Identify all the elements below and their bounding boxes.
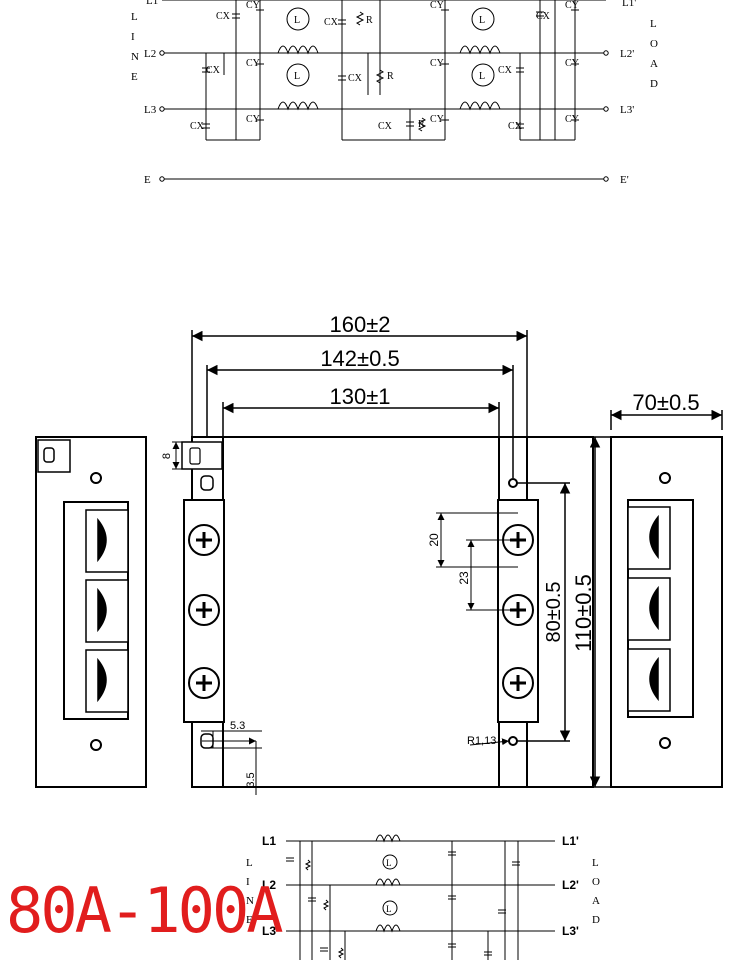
right-end-view	[610, 436, 723, 788]
slot-height-dim: 3.5	[245, 772, 257, 787]
radius-dim: R1,13	[467, 735, 496, 747]
choke-label: L	[386, 904, 392, 914]
top-schematic-labels: L I N E L O A D L1 L2 L3 E L1' L2' L3' E…	[131, 0, 658, 186]
cy-label: CY	[246, 0, 260, 11]
cx-label: CX	[378, 121, 393, 132]
bottom-schematic-labels: L1 L2 L3 L1' L2' L3' L I N E L O A D L L	[246, 834, 600, 938]
top-view	[181, 436, 594, 788]
choke-label: L	[386, 858, 392, 868]
bottom-schematic	[286, 834, 555, 960]
choke-label: L	[479, 15, 485, 26]
cx-label: CX	[536, 11, 551, 22]
input-label-l1: L1	[146, 0, 158, 7]
load-letter: O	[650, 38, 658, 50]
hole-spacing-dim: 142±0.5	[320, 346, 399, 371]
side-width-dim: 70±0.5	[632, 390, 699, 415]
line-letter: L	[246, 857, 253, 869]
cy-label: CY	[430, 58, 444, 69]
output-label-l1: L1'	[622, 0, 636, 9]
hole-height-dim: 80±0.5	[543, 581, 565, 642]
slot-width-dim: 5.3	[230, 720, 245, 732]
cy-label: CY	[565, 58, 579, 69]
load-letter: L	[592, 857, 599, 869]
output-label-l2: L2'	[620, 48, 634, 60]
cy-label: CY	[246, 58, 260, 69]
line-letter: E	[246, 914, 253, 926]
line-letter: N	[131, 51, 139, 63]
line-letter: E	[131, 71, 138, 83]
output-label-l2: L2'	[562, 878, 579, 892]
load-letter: A	[650, 58, 658, 70]
total-height-dim: 110±0.5	[571, 574, 596, 652]
input-label-l1: L1	[262, 834, 276, 848]
cy-label: CY	[430, 0, 444, 11]
load-letter: D	[650, 78, 658, 90]
line-letter: L	[131, 11, 138, 23]
choke-label: L	[294, 15, 300, 26]
output-label-l1: L1'	[562, 834, 579, 848]
cx-label: CX	[206, 65, 221, 76]
output-label-e: E'	[620, 174, 629, 186]
r-label: R	[418, 119, 425, 130]
terminal-pitch-b: 23	[457, 571, 471, 585]
load-letter: D	[592, 914, 600, 926]
dimension-labels: 160±2 142±0.5 130±1 70±0.5 110±0.5 80±0.…	[161, 312, 700, 788]
overall-length-dim: 160±2	[329, 312, 390, 337]
load-letter: A	[592, 895, 600, 907]
dimension-lines	[172, 330, 723, 795]
cy-label: CY	[565, 114, 579, 125]
terminal-pitch-a: 20	[427, 533, 441, 547]
choke-label: L	[294, 71, 300, 82]
cy-label: CY	[246, 114, 260, 125]
load-letter: L	[650, 18, 657, 30]
cx-label: CX	[324, 17, 339, 28]
line-letter: I	[246, 876, 250, 888]
current-rating-banner: 80A-100A	[6, 874, 284, 947]
r-label: R	[366, 15, 373, 26]
r-label: R	[387, 71, 394, 82]
top-schematic	[159, 0, 609, 182]
line-letter: N	[246, 895, 254, 907]
line-letter: I	[131, 31, 135, 43]
output-label-l3: L3'	[620, 104, 634, 116]
output-label-l3: L3'	[562, 924, 579, 938]
input-label-l3: L3	[144, 104, 157, 116]
input-label-e: E	[144, 174, 151, 186]
choke-label: L	[479, 71, 485, 82]
cx-label: CX	[216, 11, 231, 22]
body-length-dim: 130±1	[329, 384, 390, 409]
cy-label: CY	[430, 114, 444, 125]
flange-dim: 8	[161, 453, 173, 459]
cx-label: CX	[190, 121, 205, 132]
input-label-l2: L2	[262, 878, 276, 892]
input-label-l3: L3	[262, 924, 276, 938]
cx-label: CX	[348, 73, 363, 84]
left-end-view	[35, 436, 147, 788]
cx-label: CX	[508, 121, 523, 132]
cy-label: CY	[565, 0, 579, 11]
cx-label: CX	[498, 65, 513, 76]
load-letter: O	[592, 876, 600, 888]
input-label-l2: L2	[144, 48, 156, 60]
